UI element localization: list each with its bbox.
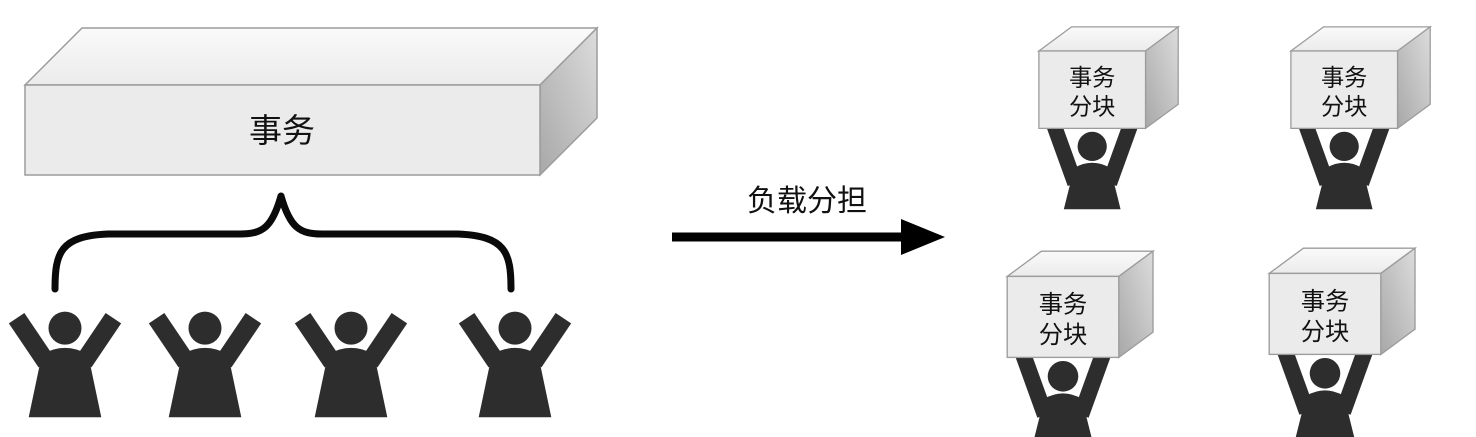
chunk-label-line1: 事务: [1301, 288, 1350, 315]
chunk-label-line1: 事务: [1321, 64, 1367, 90]
curly-brace: [51, 192, 515, 293]
worker-with-chunk-1: 事务 分块: [1039, 27, 1178, 209]
load-sharing-arrow: 负载分担: [672, 185, 945, 255]
worker-with-chunk-2: 事务 分块: [1291, 27, 1430, 209]
chunk-label-line1: 事务: [1069, 64, 1115, 90]
worker-with-chunk-3: 事务 分块: [1007, 251, 1153, 437]
chunk-label-line2: 分块: [1069, 94, 1115, 120]
worker-figure-4: [467, 312, 564, 418]
chunk-label-line1: 事务: [1039, 291, 1088, 318]
worker-figure-2: [157, 312, 254, 418]
chunk-label-line2: 分块: [1321, 94, 1367, 120]
transaction-box: 事务: [23, 26, 599, 177]
transaction-box-front-face: [24, 84, 541, 176]
transaction-box-label: 事务: [249, 112, 315, 149]
chunk-label-line2: 分块: [1039, 322, 1088, 349]
transaction-box-top-face: [23, 27, 599, 86]
arrow-head: [901, 219, 945, 255]
worker-with-chunk-4: 事务 分块: [1269, 248, 1415, 437]
arrow-label: 负载分担: [747, 185, 867, 218]
worker-figure-3: [303, 312, 400, 418]
worker-figure-1: [17, 312, 114, 418]
chunk-label-line2: 分块: [1301, 319, 1350, 346]
